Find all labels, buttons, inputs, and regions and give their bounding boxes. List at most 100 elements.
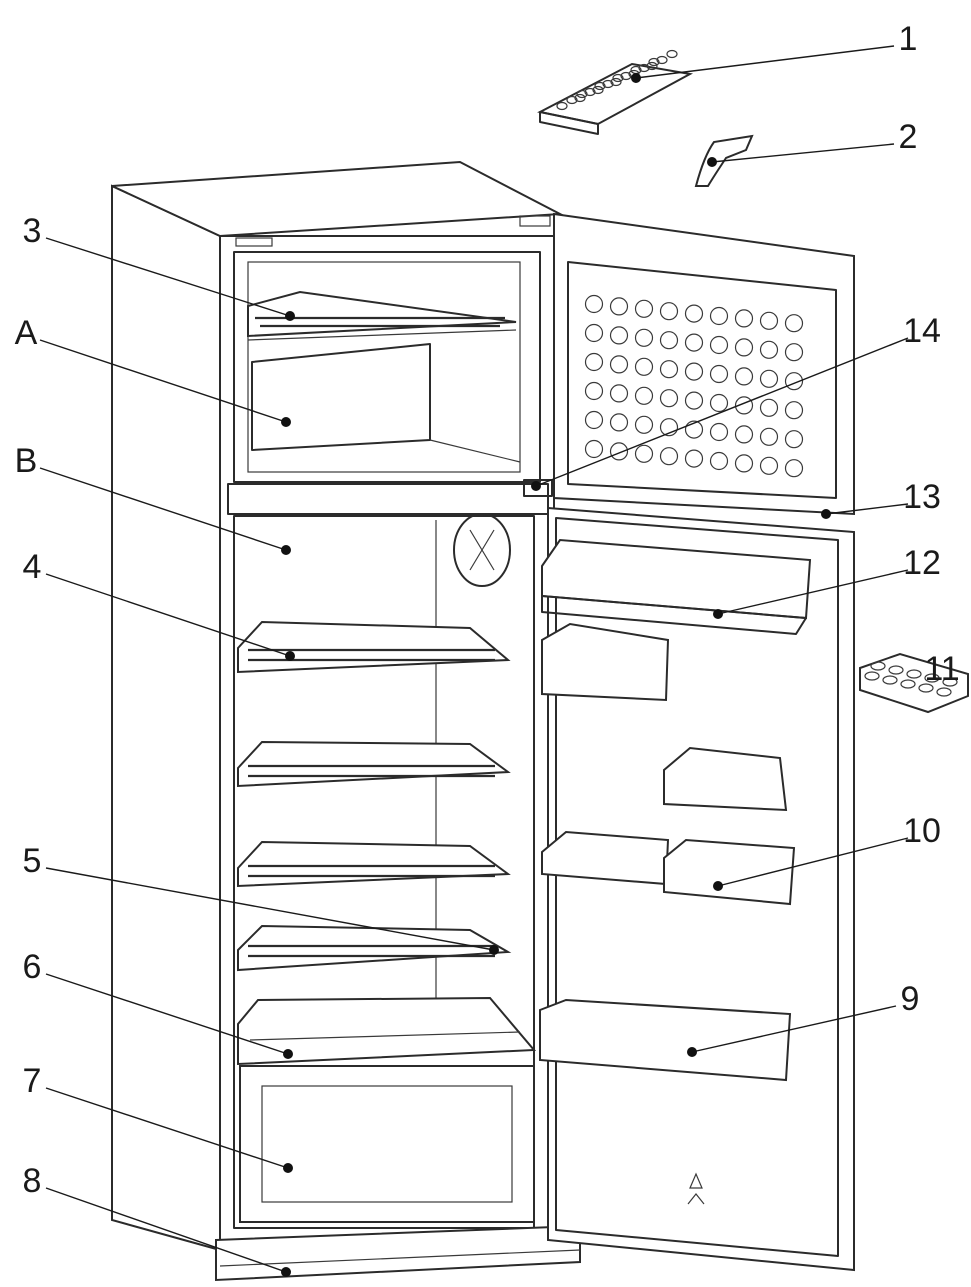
callout-label-2: 2 xyxy=(899,118,918,156)
door-dimple xyxy=(684,449,704,468)
egg-cup xyxy=(888,665,904,675)
door-dimple xyxy=(584,439,604,459)
leader-dot-7 xyxy=(283,1163,293,1173)
egg-cup xyxy=(936,687,952,697)
ice-tray-cell xyxy=(594,81,606,91)
door-dimple xyxy=(759,398,779,417)
door-dimple xyxy=(659,447,679,466)
freezer-compartment xyxy=(251,343,521,463)
fridge-wire-shelves xyxy=(237,620,512,972)
door-dimple xyxy=(659,360,679,379)
egg-tray xyxy=(859,652,969,714)
door-dimple xyxy=(634,444,654,463)
leader-dot-8 xyxy=(281,1267,291,1277)
leader-dot-4 xyxy=(285,651,295,661)
leader-dot-6 xyxy=(283,1049,293,1059)
door-dimple xyxy=(734,338,754,357)
leader-dot-14 xyxy=(531,481,541,491)
leader-dot-3 xyxy=(285,311,295,321)
door-dimple xyxy=(759,427,779,446)
leader-line-2 xyxy=(711,143,895,163)
egg-cup xyxy=(924,673,940,683)
door-dimple xyxy=(734,367,754,386)
door-dimple xyxy=(584,381,604,401)
leader-line-10 xyxy=(717,837,909,887)
door-dimple xyxy=(584,323,604,343)
leader-line-1 xyxy=(635,45,895,79)
door-dimple xyxy=(609,413,629,432)
ice-tray-cell xyxy=(592,85,604,95)
leader-line-3 xyxy=(45,237,291,317)
door-dimple xyxy=(584,352,604,372)
egg-cup xyxy=(882,675,898,685)
door-dimple xyxy=(634,299,654,318)
leader-line-a xyxy=(39,339,287,423)
callout-label-1: 1 xyxy=(899,20,918,58)
freezer-door xyxy=(523,212,855,516)
callout-label-9: 9 xyxy=(901,980,920,1018)
door-dimple xyxy=(759,456,779,475)
leader-line-b xyxy=(39,467,287,551)
crisper-drawer xyxy=(239,1065,535,1223)
leader-line-5 xyxy=(45,867,495,951)
door-dimple xyxy=(634,357,654,376)
callout-label-7: 7 xyxy=(23,1062,42,1100)
door-dimple xyxy=(759,311,779,330)
door-dimple xyxy=(659,331,679,350)
door-dimple xyxy=(659,418,679,437)
callout-label-14: 14 xyxy=(903,312,941,350)
leader-dot-5 xyxy=(489,945,499,955)
door-dimple xyxy=(609,326,629,345)
door-dimple xyxy=(634,328,654,347)
ice-tray-cell xyxy=(556,101,568,111)
leader-dot-b xyxy=(281,545,291,555)
door-dimple xyxy=(784,430,804,449)
leader-dot-2 xyxy=(707,157,717,167)
door-dimple xyxy=(684,304,704,323)
egg-cup xyxy=(870,661,886,671)
leader-line-9 xyxy=(691,1005,897,1053)
door-dimple xyxy=(784,343,804,362)
door-dimple xyxy=(609,442,629,461)
thermostat-fan-unit xyxy=(453,513,511,587)
door-dimple xyxy=(609,355,629,374)
leader-dot-12 xyxy=(713,609,723,619)
door-dimple xyxy=(684,391,704,410)
ice-tray-cell xyxy=(576,89,588,99)
callout-label-12: 12 xyxy=(903,544,941,582)
door-dimple xyxy=(709,364,729,384)
callout-label-6: 6 xyxy=(23,948,42,986)
ice-tray-cell xyxy=(646,61,658,71)
callout-label-5: 5 xyxy=(23,842,42,880)
crisper-cover-glass xyxy=(237,996,537,1066)
egg-cup xyxy=(864,671,880,681)
door-dimple xyxy=(659,389,679,408)
ice-tray-cell xyxy=(602,79,614,89)
door-dimple xyxy=(609,384,629,403)
callout-leaders xyxy=(39,45,909,1277)
fridge-door xyxy=(539,506,855,1272)
leader-line-8 xyxy=(45,1187,287,1273)
door-dimple xyxy=(709,451,729,471)
leader-line-6 xyxy=(45,973,289,1055)
door-dimple xyxy=(584,294,604,314)
door-dimple xyxy=(784,459,804,478)
freezer-wire-shelf xyxy=(247,290,517,341)
leader-dot-9 xyxy=(687,1047,697,1057)
callout-label-10: 10 xyxy=(903,812,941,850)
leader-line-4 xyxy=(45,573,291,657)
callout-label-8: 8 xyxy=(23,1162,42,1200)
leader-dot-13 xyxy=(821,509,831,519)
leader-line-7 xyxy=(45,1087,289,1169)
callout-label-11: 11 xyxy=(924,650,959,688)
ice-tray-cell xyxy=(648,57,660,67)
door-dimple xyxy=(709,422,729,442)
leader-dot-10 xyxy=(713,881,723,891)
door-dimple xyxy=(784,314,804,333)
door-dimple xyxy=(784,401,804,420)
callout-label-3: 3 xyxy=(23,212,42,250)
leader-line-12 xyxy=(717,569,909,615)
ice-tray-cell xyxy=(612,73,624,83)
